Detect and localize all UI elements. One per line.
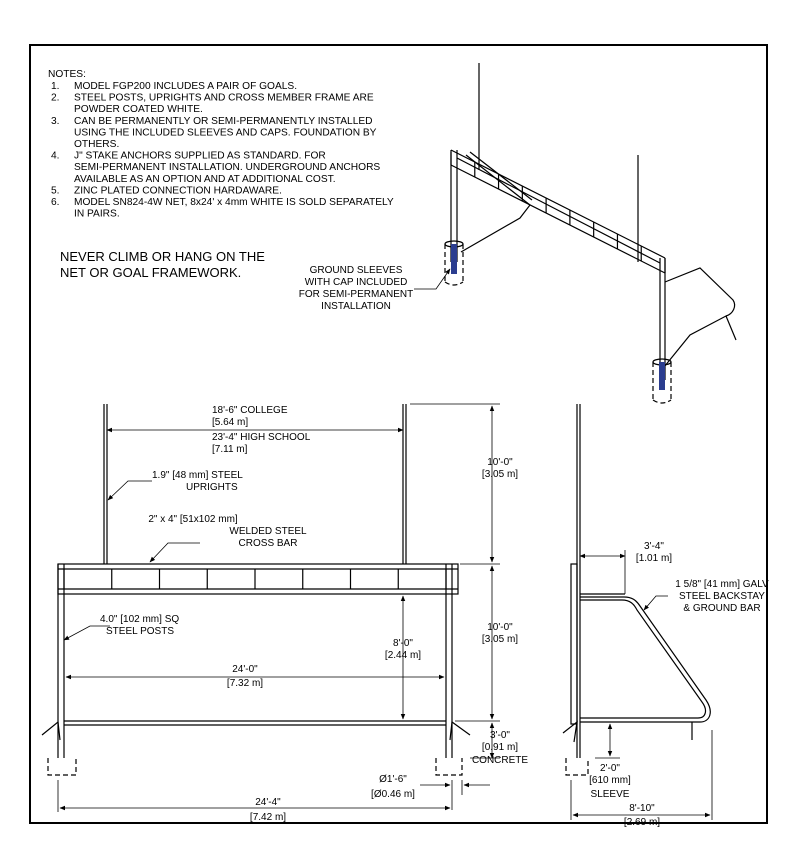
svg-text:[1.01 m]: [1.01 m] bbox=[636, 553, 672, 564]
svg-text:3'-0": 3'-0" bbox=[490, 730, 510, 741]
svg-text:FOR SEMI-PERMANENT: FOR SEMI-PERMANENT bbox=[299, 289, 413, 300]
svg-text:[Ø0.46 m]: [Ø0.46 m] bbox=[371, 789, 415, 800]
svg-text:1.9" [48 mm] STEEL: 1.9" [48 mm] STEEL bbox=[152, 470, 243, 481]
svg-text:4.0" [102 mm] SQ: 4.0" [102 mm] SQ bbox=[100, 614, 179, 625]
svg-text:SLEEVE: SLEEVE bbox=[591, 789, 630, 800]
svg-text:[7.42 m]: [7.42 m] bbox=[250, 812, 286, 823]
note-number: 1. bbox=[51, 81, 60, 92]
note-number: 3. bbox=[51, 116, 60, 127]
svg-text:STEEL BACKSTAY: STEEL BACKSTAY bbox=[679, 591, 765, 602]
svg-text:CROSS BAR: CROSS BAR bbox=[239, 538, 298, 549]
svg-text:10'-0": 10'-0" bbox=[487, 457, 513, 468]
front-dimensions bbox=[57, 403, 500, 812]
svg-text:Ø1'-6": Ø1'-6" bbox=[379, 774, 407, 785]
svg-text:CONCRETE: CONCRETE bbox=[472, 755, 528, 766]
side-labels: 3'-4" [1.01 m] 1 5/8" [41 mm] GALV STEEL… bbox=[589, 541, 769, 828]
iso-callout: GROUND SLEEVES WITH CAP INCLUDED FOR SEM… bbox=[299, 265, 413, 312]
note-number: 5. bbox=[51, 185, 60, 196]
note-number: 2. bbox=[51, 93, 60, 104]
svg-text:[610 mm]: [610 mm] bbox=[589, 775, 631, 786]
svg-text:[3.05 m]: [3.05 m] bbox=[482, 634, 518, 645]
svg-text:& GROUND BAR: & GROUND BAR bbox=[683, 603, 760, 614]
note-text: ZINC PLATED CONNECTION HARDAWARE. bbox=[74, 185, 282, 196]
side-view bbox=[562, 404, 711, 776]
note-text: POWDER COATED WHITE. bbox=[74, 104, 203, 115]
note-text: CAN BE PERMANENTLY OR SEMI-PERMANENTLY I… bbox=[74, 116, 373, 127]
drawing-border bbox=[29, 44, 768, 824]
svg-text:23'-4" HIGH SCHOOL: 23'-4" HIGH SCHOOL bbox=[212, 432, 311, 443]
note-text: USING THE INCLUDED SLEEVES AND CAPS. FOU… bbox=[74, 127, 377, 138]
svg-text:1 5/8" [41 mm] GALV: 1 5/8" [41 mm] GALV bbox=[675, 579, 769, 590]
notes-heading: NOTES: bbox=[48, 69, 86, 80]
svg-text:24'-0": 24'-0" bbox=[232, 664, 258, 675]
note-number: 4. bbox=[51, 151, 60, 162]
note-text: MODEL FGP200 INCLUDES A PAIR OF GOALS. bbox=[74, 81, 297, 92]
svg-text:INSTALLATION: INSTALLATION bbox=[321, 301, 391, 312]
svg-text:10'-0": 10'-0" bbox=[487, 622, 513, 633]
note-text: OTHERS. bbox=[74, 139, 119, 150]
svg-text:2" x 4" [51x102 mm]: 2" x 4" [51x102 mm] bbox=[148, 514, 238, 525]
svg-text:[7.11 m]: [7.11 m] bbox=[212, 444, 248, 455]
svg-text:[2.69 m]: [2.69 m] bbox=[624, 817, 660, 828]
svg-text:2'-0": 2'-0" bbox=[600, 763, 620, 774]
warning-line-1: NEVER CLIMB OR HANG ON THE bbox=[60, 249, 265, 264]
svg-text:[5.64 m]: [5.64 m] bbox=[212, 417, 248, 428]
note-text: J" STAKE ANCHORS SUPPLIED AS STANDARD. F… bbox=[74, 151, 326, 162]
notes-block: NOTES: 1. MODEL FGP200 INCLUDES A PAIR OF… bbox=[48, 69, 394, 220]
svg-text:8'-0": 8'-0" bbox=[393, 638, 413, 649]
svg-text:3'-4": 3'-4" bbox=[644, 541, 664, 552]
front-labels: 18'-6" COLLEGE [5.64 m] 23'-4" HIGH SCHO… bbox=[100, 405, 528, 823]
svg-text:[3.05 m]: [3.05 m] bbox=[482, 469, 518, 480]
svg-text:[2.44 m]: [2.44 m] bbox=[385, 650, 421, 661]
front-view bbox=[41, 404, 471, 776]
isometric-view bbox=[414, 63, 737, 404]
note-number: 6. bbox=[51, 197, 60, 208]
svg-text:[0.91 m]: [0.91 m] bbox=[482, 742, 518, 753]
note-text: IN PAIRS. bbox=[74, 209, 120, 220]
svg-text:GROUND SLEEVES: GROUND SLEEVES bbox=[310, 265, 403, 276]
svg-text:WELDED STEEL: WELDED STEEL bbox=[229, 526, 307, 537]
note-text: STEEL POSTS, UPRIGHTS AND CROSS MEMBER F… bbox=[74, 93, 374, 104]
left-sleeve bbox=[444, 240, 464, 286]
svg-text:8'-10": 8'-10" bbox=[629, 803, 655, 814]
right-sleeve bbox=[652, 358, 672, 404]
warning-text: NEVER CLIMB OR HANG ON THE NET OR GOAL F… bbox=[60, 249, 265, 280]
svg-text:24'-4": 24'-4" bbox=[255, 797, 281, 808]
note-text: SEMI-PERMANENT INSTALLATION. UNDERGROUND… bbox=[74, 162, 380, 173]
note-text: AVAILABLE AS AN OPTION AND AT ADDITIONAL… bbox=[74, 174, 336, 185]
svg-text:18'-6" COLLEGE: 18'-6" COLLEGE bbox=[212, 405, 288, 416]
warning-line-2: NET OR GOAL FRAMEWORK. bbox=[60, 265, 241, 280]
svg-text:UPRIGHTS: UPRIGHTS bbox=[186, 482, 238, 493]
side-dimensions bbox=[570, 550, 713, 820]
svg-text:WITH CAP INCLUDED: WITH CAP INCLUDED bbox=[305, 277, 408, 288]
svg-text:STEEL POSTS: STEEL POSTS bbox=[106, 626, 174, 637]
svg-text:[7.32 m]: [7.32 m] bbox=[227, 678, 263, 689]
note-text: MODEL SN824-4W NET, 8x24' x 4mm WHITE IS… bbox=[74, 197, 394, 208]
